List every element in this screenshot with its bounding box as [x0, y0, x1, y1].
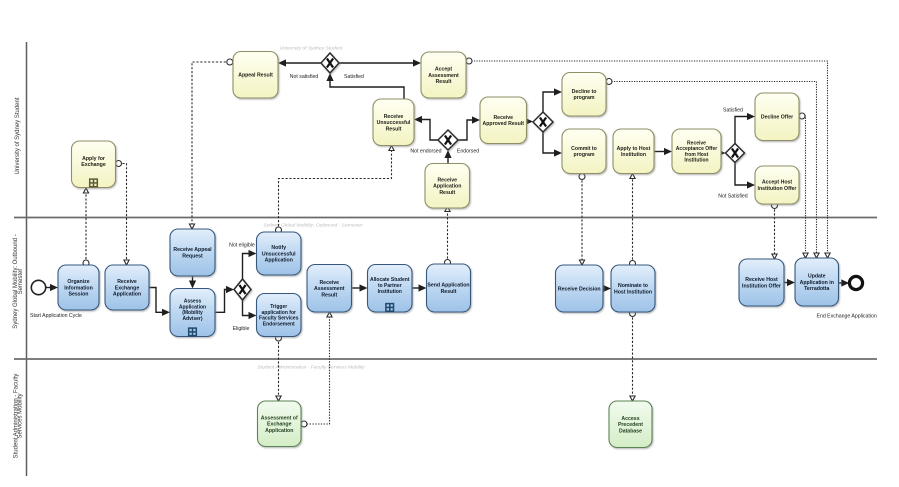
svg-text:Semester: Semester [18, 269, 24, 295]
svg-text:Appeal Result: Appeal Result [238, 73, 273, 79]
svg-text:Services Mobility: Services Mobility [18, 393, 24, 438]
svg-text:Not Satisfied: Not Satisfied [718, 194, 748, 200]
svg-text:Sydney Global Mobility: Outbou: Sydney Global Mobility: Outbound - Semes… [263, 223, 363, 229]
svg-text:Receive Decision: Receive Decision [558, 286, 601, 292]
svg-text:Decline Offer: Decline Offer [761, 115, 793, 121]
svg-text:End Exchange Application: End Exchange Application [817, 314, 877, 320]
svg-text:Student Administration - Facul: Student Administration - Faculty Service… [257, 365, 365, 371]
svg-text:University of Sydney Student: University of Sydney Student [280, 46, 343, 52]
svg-text:Student Administration - Facul: Student Administration - Faculty [13, 374, 19, 459]
svg-text:Not satisfied: Not satisfied [290, 74, 319, 80]
svg-text:Not endorsed: Not endorsed [410, 149, 441, 155]
svg-text:Sydney Global Mobility: Outbou: Sydney Global Mobility: Outbound - [13, 234, 19, 328]
svg-text:Satisfied: Satisfied [723, 108, 743, 114]
svg-text:Start Application Cycle: Start Application Cycle [30, 313, 82, 319]
svg-text:Endorsed: Endorsed [457, 149, 479, 155]
svg-text:Eligible: Eligible [233, 326, 250, 332]
svg-text:Satisfied: Satisfied [344, 74, 364, 80]
svg-text:University of Sydney Student: University of Sydney Student [15, 97, 21, 174]
svg-text:Not eligible: Not eligible [229, 243, 255, 249]
